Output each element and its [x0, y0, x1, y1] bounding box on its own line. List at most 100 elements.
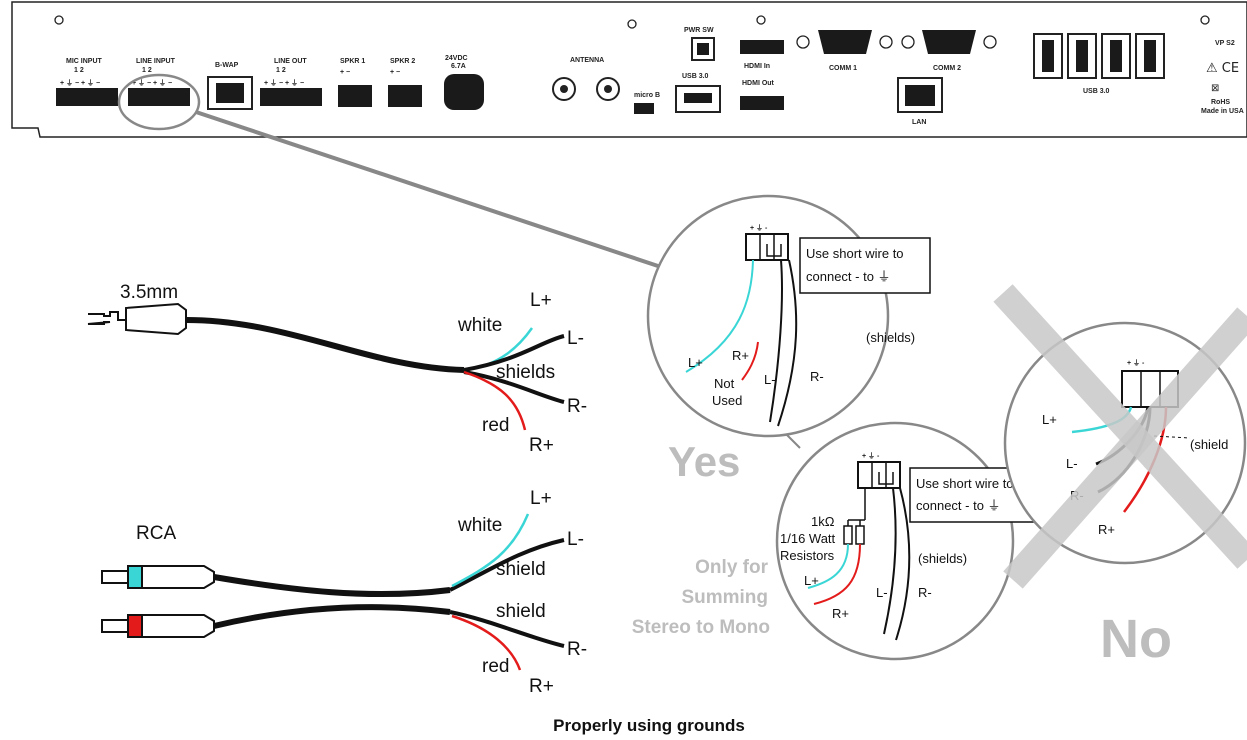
mono-detail-circle: + ⏚ - Use short wire to connect - to ⏚ 1…	[775, 421, 1041, 661]
antenna-label: ANTENNA	[570, 57, 604, 64]
hdmi-out-port	[740, 96, 784, 110]
mono-terminal-marks: + ⏚ -	[862, 452, 880, 460]
line-out-marks: + ⏚ − + ⏚ −	[264, 79, 304, 87]
mic-input-terminal	[56, 88, 118, 106]
line-input-label: LINE INPUT	[136, 58, 176, 65]
hdmi-in-label: HDMI In	[744, 63, 770, 70]
resistor-icon	[843, 525, 853, 545]
power-connector	[444, 74, 484, 110]
yes-shields-label: (shields)	[866, 330, 915, 345]
mic-input-label: MIC INPUT	[66, 58, 103, 65]
cable-rca-white: white	[457, 515, 502, 536]
cable-35-title: 3.5mm	[120, 282, 178, 303]
cable-35-red: red	[482, 415, 509, 436]
no-cross-icon	[1003, 307, 1247, 589]
pwr-sw-label: PWR SW	[684, 27, 714, 34]
cable-35-shields: shields	[496, 362, 555, 383]
mono-r-plus: R+	[832, 606, 849, 621]
mono-res-2: 1/16 Watt	[780, 531, 836, 546]
yes-l-minus: L-	[764, 372, 776, 387]
mono-note-line2: connect - to ⏚	[916, 498, 1001, 513]
mic-input-numbers: 1 2	[74, 67, 84, 74]
caption: Properly using grounds	[553, 716, 745, 735]
mono-l-minus: L-	[876, 585, 888, 600]
spkr1-terminal	[338, 85, 372, 107]
yes-not-used-2: Used	[712, 393, 742, 408]
no-label: No	[1100, 609, 1172, 669]
line-input-terminal	[128, 88, 190, 106]
antenna-port-icon	[596, 77, 620, 101]
screw-icon	[54, 15, 64, 25]
audio-plug-icon	[87, 302, 187, 336]
rca-plug-icon	[101, 565, 215, 589]
cable-rca-shield-top: shield	[496, 559, 546, 580]
mic-terminal-marks: + ⏚ − + ⏚ −	[60, 79, 100, 87]
cable-rca-r-minus: R-	[567, 639, 587, 660]
yes-note-line1: Use short wire to	[806, 246, 904, 261]
cable-35-l-minus: L-	[567, 328, 584, 349]
cable-rca-shield-bottom: shield	[496, 601, 546, 622]
power-label: 24VDC	[445, 55, 468, 62]
cable-rca-l-minus: L-	[567, 529, 584, 550]
yes-r-minus: R-	[810, 369, 824, 384]
screw-icon	[796, 35, 810, 49]
spkr2-label: SPKR 2	[390, 58, 415, 65]
micro-b-port	[634, 103, 654, 114]
mono-shields-label: (shields)	[918, 551, 967, 566]
cable-35-l-plus: L+	[530, 290, 552, 311]
yes-label: Yes	[668, 438, 740, 485]
line-input-numbers: 1 2	[142, 67, 152, 74]
yes-detail-circle: + ⏚ - Use short wire to connect - to ⏚ (…	[646, 194, 931, 438]
comm1-label: COMM 1	[829, 65, 857, 72]
line-out-numbers: 1 2	[276, 67, 286, 74]
mono-r-minus: R-	[918, 585, 932, 600]
yes-terminal-marks: + ⏚ -	[750, 224, 768, 232]
cable-35-r-plus: R+	[529, 435, 554, 456]
comm1-port	[818, 30, 872, 54]
no-cross-icon	[993, 284, 1247, 569]
mono-label-3: Stereo to Mono	[632, 617, 770, 638]
line-terminal-marks: + ⏚ − + ⏚ −	[132, 79, 172, 87]
cable-rca: RCA white L+ L- shield shield R- red R+	[101, 488, 587, 697]
yes-note-box	[799, 237, 931, 294]
cable-rca-title: RCA	[136, 523, 176, 544]
callout-line	[195, 110, 665, 270]
mono-note-line1: Use short wire to	[916, 476, 1014, 491]
mono-res-3: Resistors	[780, 548, 835, 563]
cable-rca-red: red	[482, 656, 509, 677]
spkr1-marks: + −	[340, 69, 350, 76]
model-label: VP S2	[1215, 40, 1235, 47]
rear-panel: MIC INPUT 1 2 + ⏚ − + ⏚ − LINE INPUT 1 2…	[11, 1, 1247, 449]
rca-plug-icon	[101, 614, 215, 638]
yes-r-plus: R+	[732, 348, 749, 363]
mono-label-2: Summing	[681, 587, 768, 608]
hdmi-in-port	[740, 40, 784, 54]
power-amps-label: 6.7A	[451, 63, 466, 70]
no-shield-label: (shield	[1190, 437, 1228, 452]
no-r-plus: R+	[1098, 522, 1115, 537]
resistor-icon	[855, 525, 865, 545]
mono-label-1: Only for	[695, 557, 768, 578]
screw-icon	[1200, 15, 1210, 25]
spkr2-terminal	[388, 85, 422, 107]
hdmi-out-label: HDMI Out	[742, 80, 775, 87]
no-detail-circle: + ⏚ - (shield L+ L- R- R+	[993, 284, 1247, 589]
no-l-plus: L+	[1042, 412, 1057, 427]
mono-res-1: 1kΩ	[811, 514, 835, 529]
line-input-highlight	[117, 73, 201, 131]
screw-icon	[983, 35, 997, 49]
screw-icon	[756, 15, 766, 25]
yes-not-used-1: Not	[714, 376, 735, 391]
yes-l-plus: L+	[688, 355, 703, 370]
antenna-port-icon	[552, 77, 576, 101]
yes-note-line2: connect - to ⏚	[806, 269, 891, 284]
rohs-label: RoHS	[1211, 99, 1230, 106]
cable-35-white: white	[457, 315, 502, 336]
no-l-minus: L-	[1066, 456, 1078, 471]
line-out-label: LINE OUT	[274, 58, 307, 65]
bwap-label: B-WAP	[215, 62, 239, 69]
screw-icon	[879, 35, 893, 49]
mono-l-plus: L+	[804, 573, 819, 588]
cable-rca-r-plus: R+	[529, 676, 554, 697]
